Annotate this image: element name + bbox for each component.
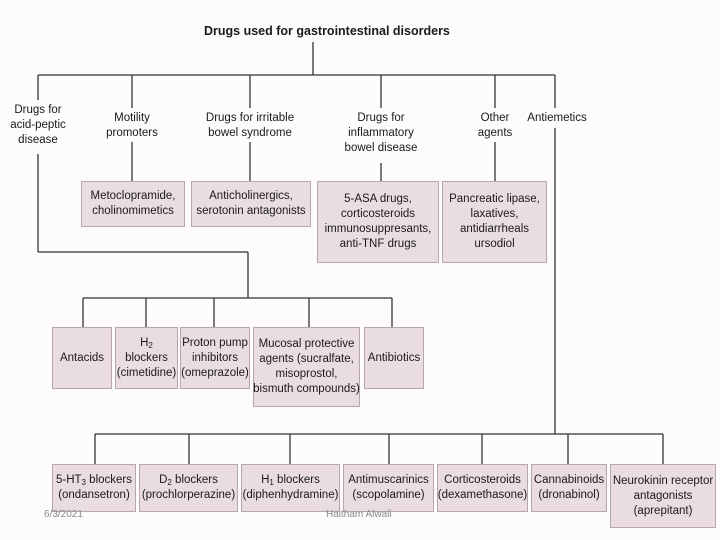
box-antimuscarinics: Antimuscarinics(scopolamine)	[343, 464, 434, 512]
box-antibiotics: Antibiotics	[364, 327, 424, 389]
box-motility-drugs: Metoclopramide,cholinomimetics	[81, 181, 185, 227]
footer-author: Haitham Alwali	[326, 509, 392, 520]
category-antiemetics: Antiemetics	[527, 112, 587, 124]
box-5ht3-blockers: 5-HT3 blockers (ondansetron)	[52, 464, 136, 512]
box-ibs-drugs: Anticholinergics,serotonin antagonists	[191, 181, 311, 227]
box-h1-blockers: H1 blockers (diphenhydramine)	[241, 464, 340, 512]
box-other-agents-drugs: Pancreatic lipase,laxatives,antidiarrhea…	[442, 181, 547, 263]
diagram-title: Drugs used for gastrointestinal disorder…	[204, 24, 450, 38]
box-cannabinoids: Cannabinoids(dronabinol)	[531, 464, 607, 512]
footer-date: 6/3/2021	[44, 509, 83, 520]
box-h2-blockers: H2 blockers (cimetidine)	[115, 327, 178, 389]
box-d2-blockers: D2 blockers (prochlorperazine)	[139, 464, 238, 512]
box-corticosteroids: Corticosteroids(dexamethasone)	[437, 464, 528, 512]
box-antacids: Antacids	[52, 327, 112, 389]
